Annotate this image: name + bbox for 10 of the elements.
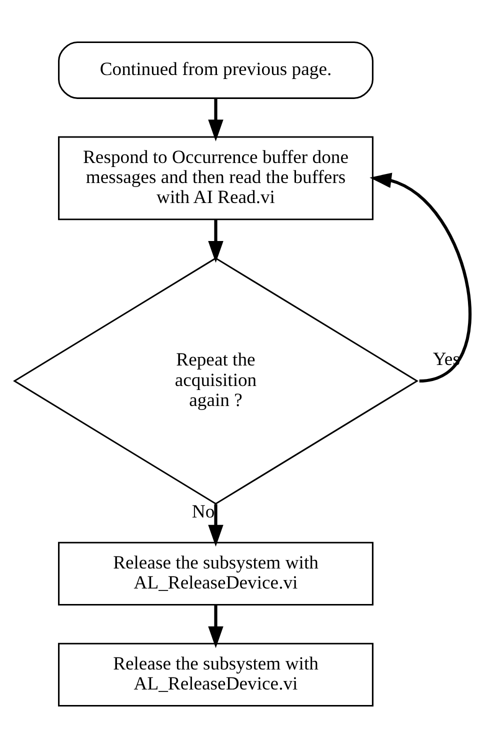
node-diamond: Repeat the acquisition again ?	[13, 256, 418, 504]
node-box: Continued from previous page.	[58, 40, 374, 98]
node-box: Respond to Occurrence buffer done messages and then read the buffers with AI Read.vi	[58, 136, 374, 220]
arrow	[370, 172, 472, 382]
arrow	[208, 219, 224, 262]
arrow	[208, 504, 224, 546]
node-box: Release the subsystem with AL_ReleaseDevice.vi	[58, 642, 374, 706]
node-box: Release the subsystem with AL_ReleaseDevice.vi	[58, 541, 374, 606]
arrow	[208, 98, 224, 141]
arrow	[208, 604, 224, 648]
